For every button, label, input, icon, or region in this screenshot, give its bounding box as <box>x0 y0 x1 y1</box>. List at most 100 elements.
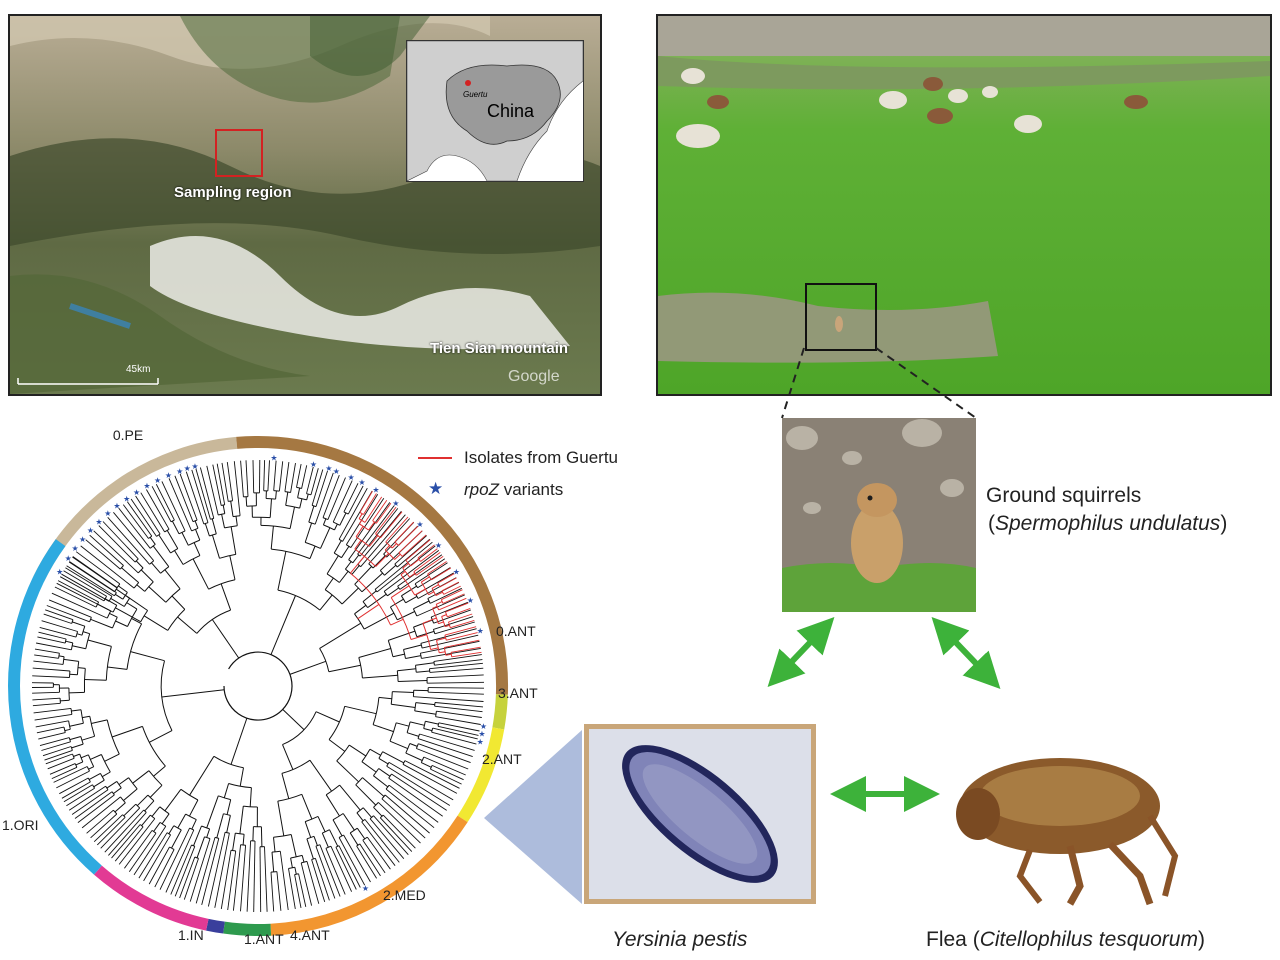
mountain-label: Tien Sian mountain <box>430 340 569 357</box>
clade-arc-1-in <box>93 865 209 931</box>
clade-subtree-0-tip <box>151 486 172 523</box>
guertu-subtree-stem <box>435 591 443 597</box>
clade-subtree-3-arc <box>336 744 350 762</box>
clade-subtree-2-stem <box>405 595 418 604</box>
clade-subtree-1-stem <box>308 505 315 523</box>
clade-label-1-ori: 1.ORI <box>2 817 39 833</box>
legend-star-icon: ★ <box>428 479 444 498</box>
clade-subtree-5-stem <box>144 800 155 812</box>
sheep-herd <box>676 68 1042 148</box>
clade-subtree-1-tip <box>394 535 427 565</box>
clade-subtree-3-arc <box>282 711 317 746</box>
china-inset-map: Guertu China <box>406 40 584 182</box>
guertu-subtree-arc <box>436 640 440 653</box>
clade-subtree-4-tip <box>195 837 216 904</box>
clade-subtree-1-tip <box>314 472 334 525</box>
clade-subtree-5-arc <box>68 737 71 742</box>
clade-subtree-2-arc <box>358 657 363 679</box>
clade-arc-2-med <box>270 815 468 936</box>
clade-subtree-3-stem <box>378 768 391 777</box>
satellite-map: Sampling region Tien Sian mountain 45km … <box>8 14 602 396</box>
clade-subtree-3-tip <box>430 768 462 785</box>
clade-subtree-5-stem <box>69 673 78 676</box>
clade-label-2-med: 2.MED <box>383 887 426 903</box>
clade-subtree-0-tip <box>233 461 241 516</box>
clade-subtree-1-stem <box>333 540 342 554</box>
clade-subtree-3-tip <box>359 843 381 877</box>
clade-subtree-5-stem <box>115 620 128 627</box>
clade-subtree-0-tip <box>126 501 153 537</box>
guertu-subtree-stem <box>410 559 420 567</box>
clade-subtree-0-stem <box>221 514 225 529</box>
tree-legend: Isolates from Guertu ★ rpoZ variants <box>418 446 648 506</box>
clade-subtree-1-stem <box>354 566 372 585</box>
clade-subtree-3-tip <box>391 773 447 811</box>
clade-subtree-3-stem <box>277 801 285 836</box>
guertu-subtree-arc <box>385 541 393 549</box>
clade-subtree-5-arc <box>126 623 143 670</box>
clade-subtree-4-tip <box>264 846 268 912</box>
clade-subtree-4-stem <box>226 815 231 833</box>
clade-subtree-3-arc <box>311 857 316 860</box>
clade-subtree-0-tip <box>168 478 193 532</box>
clade-subtree-4-stem <box>153 822 161 832</box>
guertu-subtree-stem <box>357 603 380 620</box>
clade-subtree-1-tip <box>343 483 359 513</box>
clade-subtree-1-stem <box>320 527 331 549</box>
clade-subtree-5-tip <box>90 813 118 839</box>
clade-subtree-2-tip <box>383 550 440 592</box>
clade-subtree-3-tip <box>432 727 478 740</box>
clade-subtree-5-stem <box>90 618 113 629</box>
clade-subtree-4-tip <box>114 826 144 862</box>
clade-subtree-0-tip <box>199 467 215 519</box>
clade-subtree-4-arc <box>191 844 195 847</box>
clade-subtree-5-tip <box>32 667 70 672</box>
clade-label-1-in: 1.IN <box>178 927 204 943</box>
clade-subtree-1-arc <box>285 504 300 509</box>
clade-subtree-0-arc <box>188 539 200 546</box>
rpoz-star-6: ★ <box>104 509 111 518</box>
clade-subtree-1-tip <box>252 460 255 493</box>
clade-subtree-0-stem <box>193 542 201 556</box>
rpoz-star-23: ★ <box>392 499 399 508</box>
clade-subtree-5-tip <box>108 812 147 856</box>
clade-subtree-4-tip <box>246 840 252 912</box>
guertu-subtree-tip <box>380 511 403 539</box>
clade-subtree-0-arc <box>210 517 214 520</box>
clade-subtree-4-arc <box>228 783 252 789</box>
clade-subtree-3-tip <box>388 784 439 823</box>
clade-subtree-3-stem <box>414 710 437 715</box>
guertu-subtree-tip <box>443 585 461 595</box>
clade-subtree-3-stem <box>355 784 377 806</box>
clade-subtree-1-arc <box>326 573 340 583</box>
guertu-subtree-tip <box>448 613 473 623</box>
clade-subtree-2-tip <box>420 628 477 644</box>
clade-subtree-3-stem <box>281 773 290 799</box>
clade-subtree-1-tip <box>338 487 368 540</box>
clade-subtree-5-tip <box>63 784 93 803</box>
clade-subtree-1-tip <box>357 511 402 565</box>
clade-subtree-1-stem <box>304 522 313 543</box>
clade-subtree-1-tip <box>284 462 290 492</box>
rpoz-star-0: ★ <box>56 568 63 577</box>
clade-subtree-5-arc <box>123 598 131 607</box>
clade-subtree-5-stem <box>161 689 225 698</box>
clade-subtree-2-tip <box>433 609 471 624</box>
clade-subtree-3-stem <box>328 739 346 752</box>
clade-subtree-3-stem <box>290 857 293 868</box>
clade-subtree-5-stem <box>130 651 165 662</box>
clade-subtree-1-arc <box>271 548 311 560</box>
clade-subtree-0-stem <box>220 583 232 611</box>
clade-subtree-0-stem <box>195 529 201 541</box>
clade-subtree-3-stem <box>372 724 394 733</box>
clade-subtree-5-tip <box>36 726 65 734</box>
clade-subtree-3-tip <box>434 702 484 708</box>
clade-subtree-0-stem <box>211 534 220 559</box>
guertu-subtree-arc <box>450 652 453 657</box>
clade-subtree-3-tip <box>382 814 416 849</box>
sampling-region-label: Sampling region <box>174 184 292 201</box>
guertu-subtree-tip <box>385 516 409 543</box>
clade-subtree-5-stem <box>123 788 138 801</box>
clade-subtree-0-arc <box>160 566 170 574</box>
clade-subtree-0-stem <box>194 520 199 529</box>
